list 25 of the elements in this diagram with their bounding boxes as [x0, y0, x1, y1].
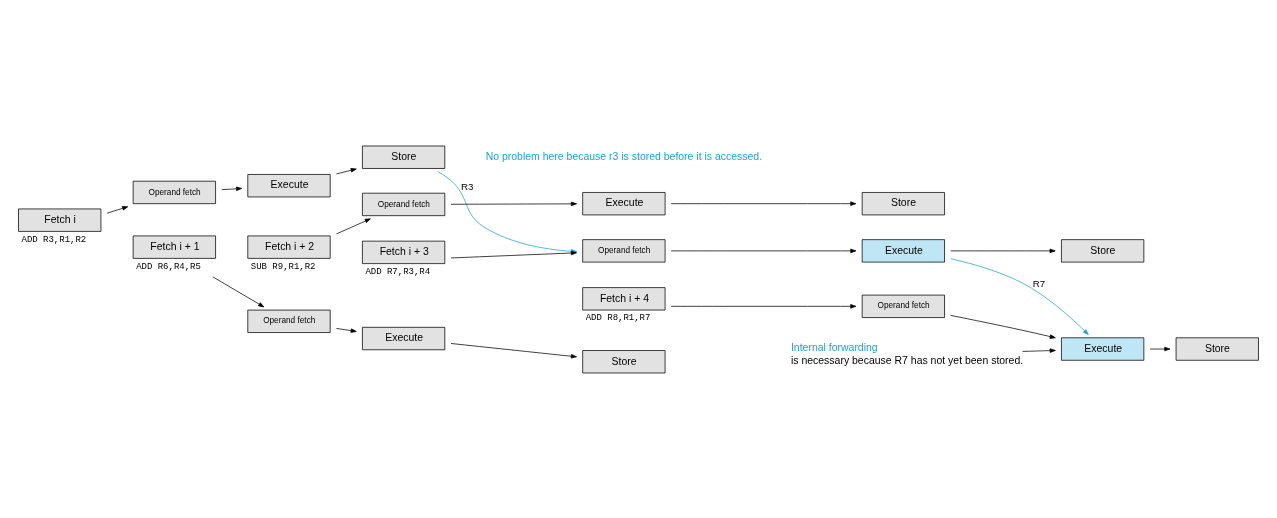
arrow — [950, 257, 1089, 335]
edge-label: R7 — [1032, 277, 1046, 289]
arrow — [1022, 347, 1056, 353]
arrow — [670, 200, 857, 206]
arrow — [336, 217, 371, 234]
arrow — [221, 186, 243, 191]
arrow — [212, 275, 265, 307]
edge-label: R3 — [461, 180, 474, 192]
arrow — [1149, 346, 1171, 351]
node-label: ADD R7,R3,R4 — [365, 266, 431, 277]
arrow — [106, 205, 129, 213]
node-label: ADD R6,R4,R5 — [136, 261, 201, 272]
arrow — [450, 201, 577, 206]
arrow — [336, 167, 357, 174]
node-label: ADD R3,R1,R2 — [21, 234, 87, 245]
node-label: SUB R9,R1,R2 — [250, 261, 316, 272]
label: No problem here because r3 is stored before it is accessed. — [485, 150, 763, 162]
arrow — [950, 314, 1056, 339]
arrow — [336, 327, 357, 333]
arrow — [670, 248, 857, 253]
arrow — [670, 303, 857, 309]
node-text: Internal forwarding is necessary because R7 has not yet been stored. — [790, 341, 1024, 366]
arrow — [950, 248, 1056, 253]
arrow — [450, 342, 577, 358]
node-label: ADD R8,R1,R7 — [585, 312, 651, 323]
